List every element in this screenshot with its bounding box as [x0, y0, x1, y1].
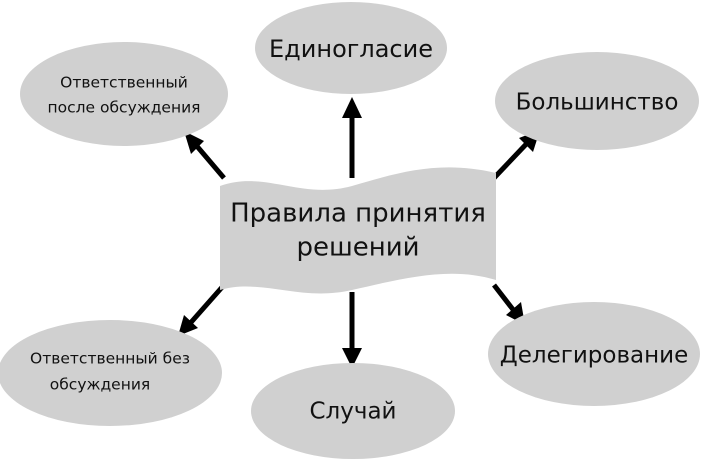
label-responsible-without-line2: обсуждения [50, 376, 151, 394]
label-chance: Случай [309, 399, 396, 425]
node-consensus [255, 2, 447, 94]
label-delegation: Делегирование [500, 343, 688, 369]
label-responsible-without-line1: Ответственный без [30, 350, 190, 368]
node-chance [251, 363, 455, 459]
center-label-line1: Правила принятия [230, 199, 486, 229]
arrowhead-responsible-after [184, 131, 204, 154]
node-delegation [488, 302, 700, 406]
label-consensus: Единогласие [269, 35, 433, 63]
center-label-line2: решений [296, 233, 419, 263]
label-majority: Большинство [516, 90, 679, 116]
arrow-to-responsible-without [184, 283, 226, 330]
outer-nodes [0, 2, 700, 459]
labels: Правила принятия решений Единогласие Бол… [30, 35, 688, 425]
node-responsible-after [20, 42, 228, 146]
arrowhead-responsible-without [178, 315, 198, 336]
arrows [184, 108, 534, 360]
arrowhead-consensus [342, 97, 362, 118]
node-responsible-without [0, 320, 222, 426]
node-majority [495, 52, 699, 150]
label-responsible-after-line1: Ответственный [60, 74, 188, 92]
arrowhead-chance [342, 348, 362, 368]
label-responsible-after-line2: после обсуждения [48, 99, 201, 117]
center-banner [220, 167, 496, 294]
